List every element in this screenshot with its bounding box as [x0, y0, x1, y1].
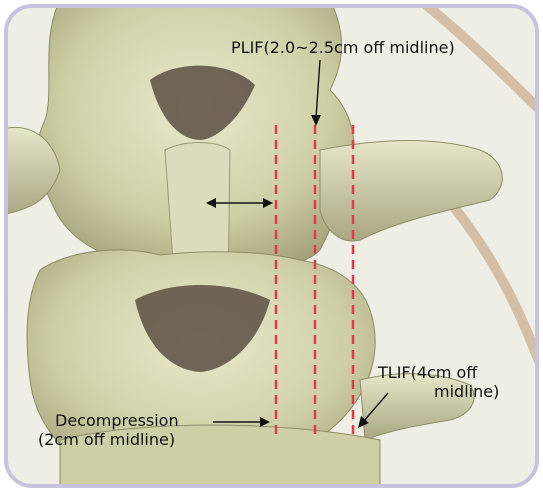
plif-label: PLIF(2.0~2.5cm off midline) — [231, 38, 455, 57]
decompression-label: Decompression (2cm off midline) — [55, 411, 179, 449]
decompression-label-line-1: Decompression — [55, 411, 179, 430]
tlif-label-line-1: TLIF(4cm off — [378, 363, 499, 382]
tlif-label: TLIF(4cm off midline) — [378, 363, 499, 401]
tlif-label-line-2: midline) — [378, 382, 499, 401]
decompression-label-line-2: (2cm off midline) — [38, 430, 179, 449]
